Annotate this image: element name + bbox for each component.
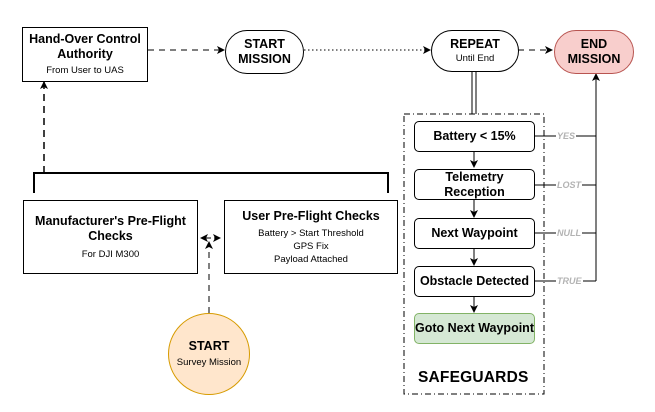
safeguard-step-obstacle: Obstacle Detected <box>414 266 535 297</box>
condition-label-yes: YES <box>556 131 577 142</box>
start-mission-node: START MISSION <box>225 30 304 74</box>
goto-next-waypoint-box: Goto Next Waypoint <box>414 313 535 344</box>
safeguard-step-next-waypoint: Next Waypoint <box>414 218 535 249</box>
condition-label-lost: LOST <box>556 180 582 191</box>
start-mission-label: START MISSION <box>238 37 291 66</box>
start-survey-subtitle: Survey Mission <box>176 357 242 368</box>
safeguards-container <box>403 113 545 395</box>
manufacturer-checks-title: Manufacturer's Pre-Flight Checks <box>35 213 186 243</box>
condition-label-true: TRUE <box>556 276 583 287</box>
handover-title: Hand-Over Control Authority <box>29 32 141 61</box>
start-survey-title: START <box>188 339 230 353</box>
manufacturer-checks-box: Manufacturer's Pre-Flight Checks For DJI… <box>23 200 198 274</box>
end-mission-node: END MISSION <box>554 30 634 74</box>
user-check-item: Payload Attached <box>274 253 348 265</box>
handover-subtitle: From User to UAS <box>46 65 124 76</box>
user-checks-box: User Pre-Flight Checks Battery > Start T… <box>224 200 398 274</box>
manufacturer-checks-subtitle: For DJI M300 <box>81 248 140 260</box>
safeguard-step-label: Battery < 15% <box>433 129 516 143</box>
goto-next-waypoint-label: Goto Next Waypoint <box>415 321 534 335</box>
safeguard-step-label: Obstacle Detected <box>419 274 530 288</box>
repeat-subtitle: Until End <box>455 53 495 64</box>
safeguard-step-battery: Battery < 15% <box>414 121 535 152</box>
condition-label-null: NULL <box>556 228 582 239</box>
repeat-node: REPEAT Until End <box>431 30 519 72</box>
start-survey-node: START Survey Mission <box>168 313 250 395</box>
user-check-item: GPS Fix <box>293 240 329 252</box>
safeguard-step-telemetry: Telemetry Reception <box>414 169 535 200</box>
safeguards-title: SAFEGUARDS <box>418 369 529 386</box>
safeguard-step-label: Next Waypoint <box>431 226 518 240</box>
repeat-title: REPEAT <box>450 37 500 51</box>
preflight-bracket <box>33 172 389 193</box>
user-checks-title: User Pre-Flight Checks <box>242 208 380 223</box>
handover-control-box: Hand-Over Control Authority From User to… <box>22 27 148 82</box>
end-mission-label: END MISSION <box>567 37 621 66</box>
user-check-item: Battery > Start Threshold <box>258 227 364 239</box>
safeguard-step-label: Telemetry Reception <box>444 169 505 199</box>
